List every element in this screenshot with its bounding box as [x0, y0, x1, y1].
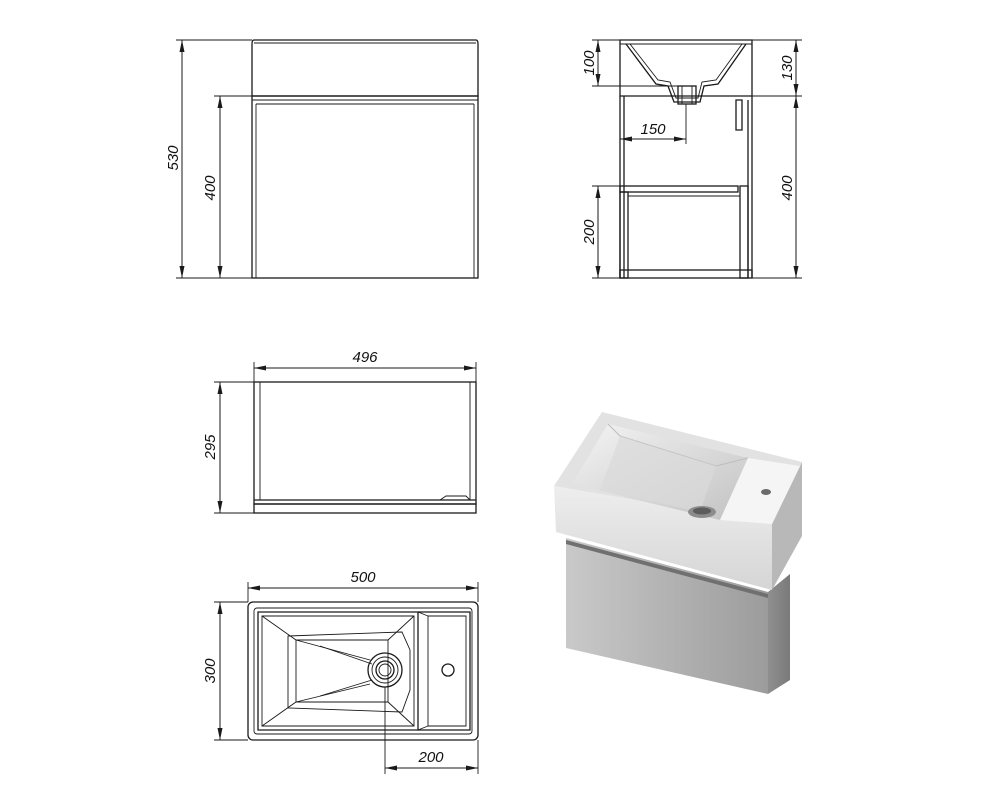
dim-label-400-front: 400 [202, 175, 219, 201]
front-view: 530 400 [165, 39, 479, 279]
drawer-top-edge [619, 185, 739, 193]
tap-hole-3d [761, 489, 771, 495]
dim-label-400-side: 400 [779, 175, 796, 201]
dim-label-295: 295 [202, 434, 219, 461]
dim-label-200-drawer: 200 [581, 219, 598, 246]
drain-outer-ring [367, 652, 403, 688]
dim-label-150: 150 [640, 121, 666, 138]
dim-label-130: 130 [779, 55, 796, 81]
tap-deck [418, 611, 471, 731]
basin-front-3d [554, 486, 772, 590]
cabinet-plan-view: 496 295 [202, 349, 477, 514]
basin-outline [251, 39, 479, 97]
drain-hole [375, 660, 395, 680]
basin-plan-view: 500 300 200 [202, 569, 479, 774]
drawer-front-plan [253, 503, 477, 514]
basin-bowl-profile [625, 43, 747, 103]
dim-label-500: 500 [350, 569, 376, 586]
dim-label-496: 496 [352, 349, 378, 366]
tap-hole [441, 663, 455, 677]
cabinet-front-3d [566, 538, 768, 694]
basin-section [619, 39, 753, 97]
dim-label-530: 530 [165, 145, 182, 171]
dim-label-100: 100 [581, 50, 598, 76]
drawer-bottom [619, 269, 753, 279]
cabinet-plan-outline [253, 381, 477, 505]
product-3d-render [554, 412, 802, 694]
back-panel-bracket [735, 99, 743, 131]
basin-plan-outline [247, 601, 479, 741]
dim-label-300: 300 [202, 658, 219, 684]
drain-section [677, 85, 697, 105]
cabinet-outline [251, 95, 479, 279]
dim-label-200-plan: 200 [417, 749, 444, 766]
side-section-view: 100 200 150 130 400 [581, 39, 802, 279]
